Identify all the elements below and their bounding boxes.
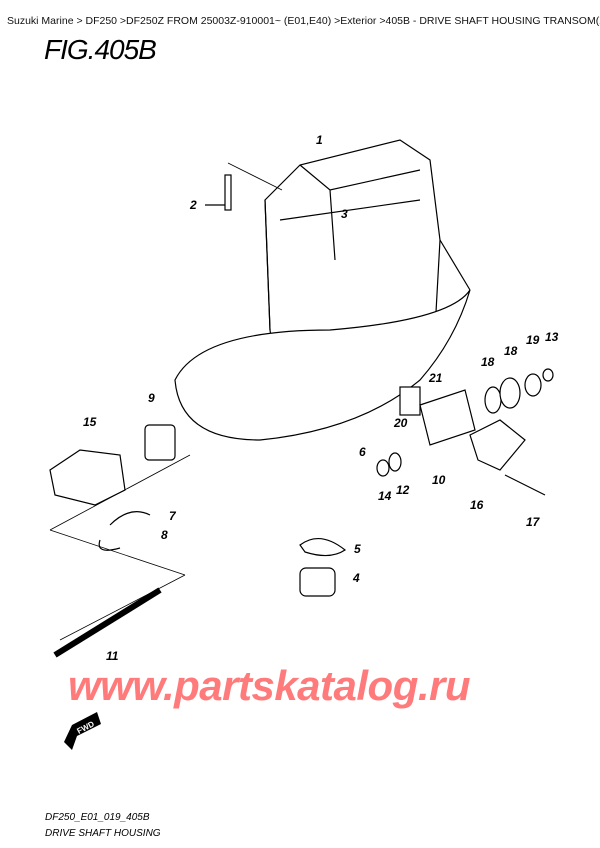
- part-label-1[interactable]: 1: [316, 133, 323, 147]
- part-label-5[interactable]: 5: [354, 542, 361, 556]
- part-label-16[interactable]: 16: [470, 498, 484, 512]
- part-label-17[interactable]: 17: [526, 515, 541, 529]
- footer-caption: DRIVE SHAFT HOUSING: [45, 828, 161, 839]
- drive-shaft-housing: [174, 139, 471, 441]
- small-parts: [49, 174, 554, 658]
- part-label-18a[interactable]: 18: [481, 355, 495, 369]
- part-label-19[interactable]: 19: [526, 333, 540, 347]
- part-label-12[interactable]: 12: [396, 483, 410, 497]
- leader-lines: [49, 162, 283, 641]
- part-label-3[interactable]: 3: [341, 207, 348, 221]
- part-label-7[interactable]: 7: [169, 509, 177, 523]
- part-label-13[interactable]: 13: [545, 330, 559, 344]
- part-label-9[interactable]: 9: [148, 391, 155, 405]
- footer-code: DF250_E01_019_405B: [45, 812, 150, 823]
- part-label-4[interactable]: 4: [352, 571, 360, 585]
- breadcrumb[interactable]: Suzuki Marine > DF250 >DF250Z FROM 25003…: [7, 15, 600, 27]
- figure-title: FIG.405B: [44, 34, 157, 65]
- part-label-21[interactable]: 21: [428, 371, 443, 385]
- part-label-2[interactable]: 2: [189, 198, 197, 212]
- part-label-14[interactable]: 14: [378, 489, 392, 503]
- fwd-arrow-icon: FWD: [64, 712, 101, 750]
- part-label-15[interactable]: 15: [83, 415, 97, 429]
- part-label-20[interactable]: 20: [393, 416, 408, 430]
- part-label-6[interactable]: 6: [359, 445, 366, 459]
- part-label-10[interactable]: 10: [432, 473, 446, 487]
- watermark: www.partskatalog.ru: [68, 662, 471, 709]
- part-label-11[interactable]: 11: [106, 649, 119, 663]
- part-label-8[interactable]: 8: [161, 528, 168, 542]
- part-label-18b[interactable]: 18: [504, 344, 518, 358]
- part-number-labels: 1 2 3 4 5 6 7 8 9 10 11 12 13 14 15 16 1…: [83, 133, 559, 663]
